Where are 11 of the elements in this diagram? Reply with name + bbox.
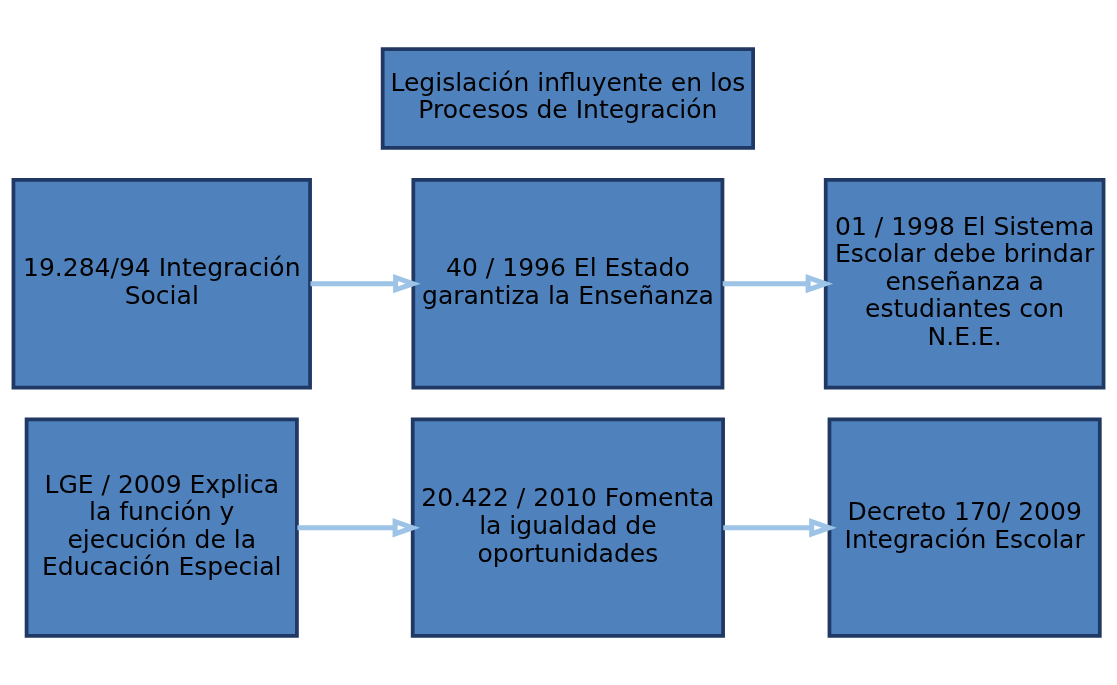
- node-box: 40 / 1996 El Estado garantiza la Enseñanza: [411, 177, 725, 390]
- node-box: Legislación influyente en los Procesos de Integración: [380, 47, 755, 150]
- node-box: 01 / 1998 El Sistema Escolar debe brindar enseñanza a estudiantes con N.E.E.: [823, 177, 1106, 390]
- node-box: LGE / 2009 Explica la función y ejecución de la Educación Especial: [24, 417, 299, 638]
- node-box: 19.284/94 Integración Social: [11, 177, 312, 390]
- arrow: [722, 274, 834, 294]
- node-box: Decreto 170/ 2009 Integración Escolar: [827, 417, 1102, 638]
- arrow: [297, 518, 421, 538]
- arrow: [310, 274, 421, 294]
- arrow: [723, 518, 837, 538]
- node-box: 20.422 / 2010 Fomenta la igualdad de oportunidades: [410, 417, 725, 638]
